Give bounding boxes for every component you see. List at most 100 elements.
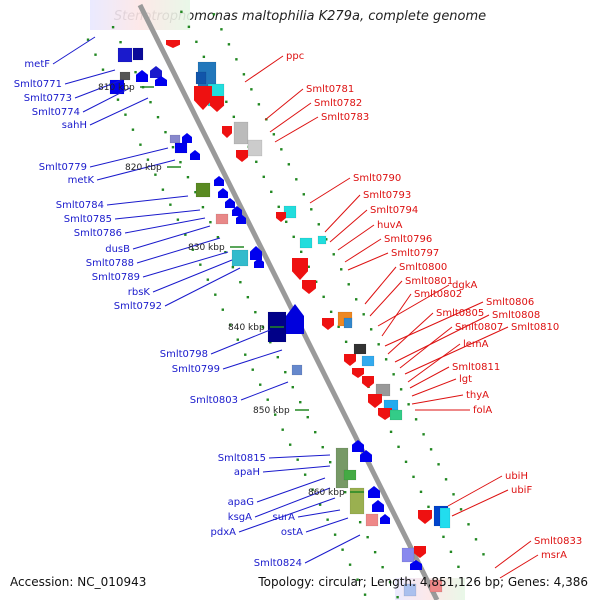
gene-label-folA[interactable]: folA: [473, 405, 492, 416]
gene-label-ppc[interactable]: ppc: [286, 51, 304, 62]
gene-label-metK[interactable]: metK: [68, 175, 95, 186]
gene-feature-right[interactable]: [247, 139, 263, 157]
gene-feature-right[interactable]: [299, 237, 313, 249]
gene-label-Smlt0794[interactable]: Smlt0794: [370, 205, 418, 216]
gene-label-Smlt0798[interactable]: Smlt0798: [160, 349, 208, 360]
gene-feature-right[interactable]: [361, 355, 375, 367]
gene-arrow-right[interactable]: [414, 546, 426, 558]
gene-arrow-right[interactable]: [368, 394, 382, 408]
gene-feature-left[interactable]: [343, 469, 357, 481]
gene-arrow-left[interactable]: [250, 246, 262, 260]
gene-label-thyA[interactable]: thyA: [466, 390, 489, 401]
gene-arrow-left[interactable]: [254, 258, 264, 268]
gene-arrow-left[interactable]: [286, 304, 304, 334]
gene-label-Smlt0784[interactable]: Smlt0784: [56, 200, 104, 211]
gene-label-msrA[interactable]: msrA: [541, 550, 567, 561]
gene-feature-right[interactable]: [375, 383, 391, 397]
gene-arrow-left[interactable]: [214, 176, 224, 186]
gene-label-dgkA[interactable]: dgkA: [452, 280, 477, 291]
gene-feature-left[interactable]: [335, 447, 349, 489]
gene-label-Smlt0810[interactable]: Smlt0810: [511, 322, 559, 333]
gene-feature-left[interactable]: [119, 71, 131, 81]
gene-label-Smlt0807[interactable]: Smlt0807: [455, 322, 503, 333]
gene-arrow-left[interactable]: [380, 514, 390, 524]
gene-label-lemA[interactable]: lemA: [463, 339, 489, 350]
gene-label-Smlt0786[interactable]: Smlt0786: [74, 228, 122, 239]
gene-feature-right[interactable]: [389, 409, 403, 421]
gene-arrow-right[interactable]: [292, 258, 308, 280]
gene-label-Smlt0801[interactable]: Smlt0801: [405, 276, 453, 287]
gene-label-Smlt0805[interactable]: Smlt0805: [436, 308, 484, 319]
gene-feature-right[interactable]: [233, 121, 249, 145]
gene-arrow-right[interactable]: [302, 280, 316, 294]
gene-label-Smlt0806[interactable]: Smlt0806: [486, 297, 534, 308]
gene-feature-left[interactable]: [195, 182, 211, 198]
gene-arrow-right[interactable]: [418, 510, 432, 524]
gene-label-Smlt0803[interactable]: Smlt0803: [190, 395, 238, 406]
gene-arrow-left[interactable]: [368, 486, 380, 498]
gene-feature-right[interactable]: [429, 579, 443, 593]
gene-feature-left[interactable]: [132, 47, 144, 61]
gene-arrow-right[interactable]: [344, 354, 356, 366]
gene-arrow-left[interactable]: [372, 500, 384, 512]
gene-label-Smlt0799[interactable]: Smlt0799: [172, 364, 220, 375]
gene-label-Smlt0833[interactable]: Smlt0833: [534, 536, 582, 547]
gene-feature-left[interactable]: [174, 142, 188, 154]
gene-label-apaG[interactable]: apaG: [228, 497, 254, 508]
gene-arrow-left[interactable]: [150, 66, 162, 78]
gene-feature-left[interactable]: [401, 547, 415, 563]
gene-label-metF[interactable]: metF: [24, 59, 50, 70]
gene-feature-right[interactable]: [195, 71, 207, 85]
gene-label-Smlt0774[interactable]: Smlt0774: [32, 107, 80, 118]
gene-label-Smlt0802[interactable]: Smlt0802: [414, 289, 462, 300]
gene-label-Smlt0789[interactable]: Smlt0789: [92, 272, 140, 283]
gene-arrow-left[interactable]: [410, 560, 422, 570]
gene-feature-left[interactable]: [169, 134, 181, 144]
gene-label-ubiH[interactable]: ubiH: [505, 471, 528, 482]
gene-label-Smlt0771[interactable]: Smlt0771: [14, 79, 62, 90]
gene-label-Smlt0793[interactable]: Smlt0793: [363, 190, 411, 201]
gene-feature-left[interactable]: [365, 513, 379, 527]
gene-label-Smlt0815[interactable]: Smlt0815: [218, 453, 266, 464]
gene-feature-right[interactable]: [343, 317, 353, 329]
gene-arrow-left[interactable]: [225, 198, 235, 208]
gene-label-ksgA[interactable]: ksgA: [228, 512, 252, 523]
gene-feature-left[interactable]: [231, 249, 249, 267]
gene-label-Smlt0782[interactable]: Smlt0782: [314, 98, 362, 109]
gene-arrow-right[interactable]: [362, 376, 374, 388]
gene-label-Smlt0800[interactable]: Smlt0800: [399, 262, 447, 273]
gene-label-huvA[interactable]: huvA: [377, 220, 403, 231]
gene-arrow-left[interactable]: [155, 76, 167, 86]
gene-arrow-right[interactable]: [378, 408, 392, 420]
gene-feature-left[interactable]: [215, 213, 229, 225]
gene-label-Smlt0808[interactable]: Smlt0808: [492, 310, 540, 321]
gene-arrow-left[interactable]: [190, 150, 200, 160]
gene-label-Smlt0779[interactable]: Smlt0779: [39, 162, 87, 173]
gene-label-Smlt0792[interactable]: Smlt0792: [114, 301, 162, 312]
gene-feature-right[interactable]: [317, 235, 327, 245]
gene-label-Smlt0785[interactable]: Smlt0785: [64, 214, 112, 225]
gene-label-Smlt0797[interactable]: Smlt0797: [391, 248, 439, 259]
gene-arrow-right[interactable]: [322, 318, 334, 330]
gene-label-apaH[interactable]: apaH: [234, 467, 260, 478]
gene-arrow-left[interactable]: [232, 206, 242, 216]
gene-arrow-right[interactable]: [236, 150, 248, 162]
gene-label-Smlt0781[interactable]: Smlt0781: [306, 84, 354, 95]
gene-label-surA[interactable]: surA: [273, 512, 296, 523]
gene-label-Smlt0790[interactable]: Smlt0790: [353, 173, 401, 184]
gene-arrow-left[interactable]: [352, 440, 364, 452]
gene-arrow-right[interactable]: [166, 40, 180, 48]
gene-feature-left[interactable]: [291, 364, 303, 376]
gene-label-sahH[interactable]: sahH: [62, 120, 87, 131]
gene-label-pdxA[interactable]: pdxA: [211, 527, 237, 538]
gene-label-rbsK[interactable]: rbsK: [128, 287, 151, 298]
gene-label-ostA[interactable]: ostA: [281, 527, 303, 538]
gene-arrow-right[interactable]: [210, 96, 224, 112]
gene-arrow-right[interactable]: [194, 86, 212, 110]
gene-label-Smlt0788[interactable]: Smlt0788: [86, 258, 134, 269]
gene-label-Smlt0783[interactable]: Smlt0783: [321, 112, 369, 123]
gene-feature-left[interactable]: [349, 487, 365, 515]
gene-arrow-right[interactable]: [222, 126, 232, 138]
gene-arrow-left[interactable]: [218, 188, 228, 198]
gene-arrow-left[interactable]: [236, 214, 246, 224]
